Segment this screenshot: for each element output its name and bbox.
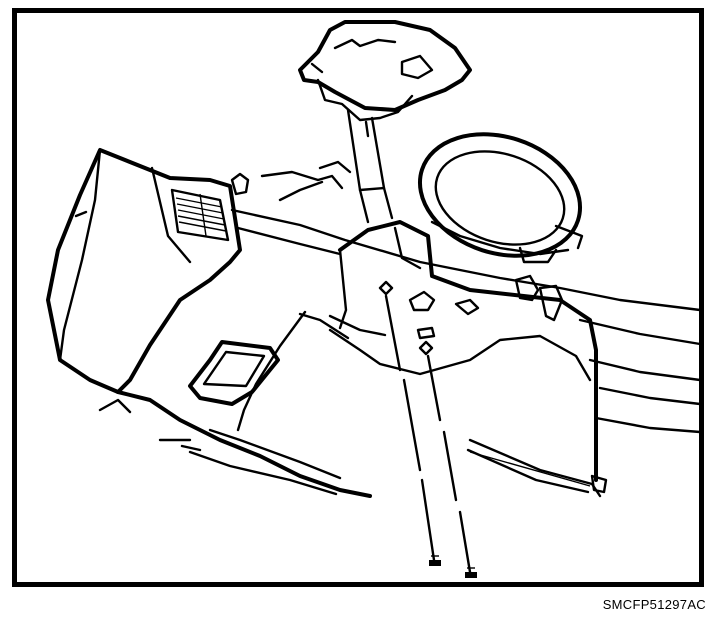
lower-column-cover: [236, 220, 602, 498]
air-vent: [170, 188, 230, 242]
left-side-panel: [46, 148, 242, 394]
steering-column-shaft: [346, 108, 394, 224]
lower-trim-panel: [98, 390, 372, 498]
dashboard-upper-trim: [230, 160, 702, 434]
diagram-frame: [12, 8, 704, 587]
upper-column-cover: [298, 20, 472, 122]
storage-pocket: [188, 340, 280, 406]
mounting-screws: [378, 280, 477, 578]
mounting-brackets: [230, 172, 608, 494]
steering-wheel: [417, 132, 584, 264]
figure-reference-code: SMCFP51297AC: [602, 597, 706, 612]
